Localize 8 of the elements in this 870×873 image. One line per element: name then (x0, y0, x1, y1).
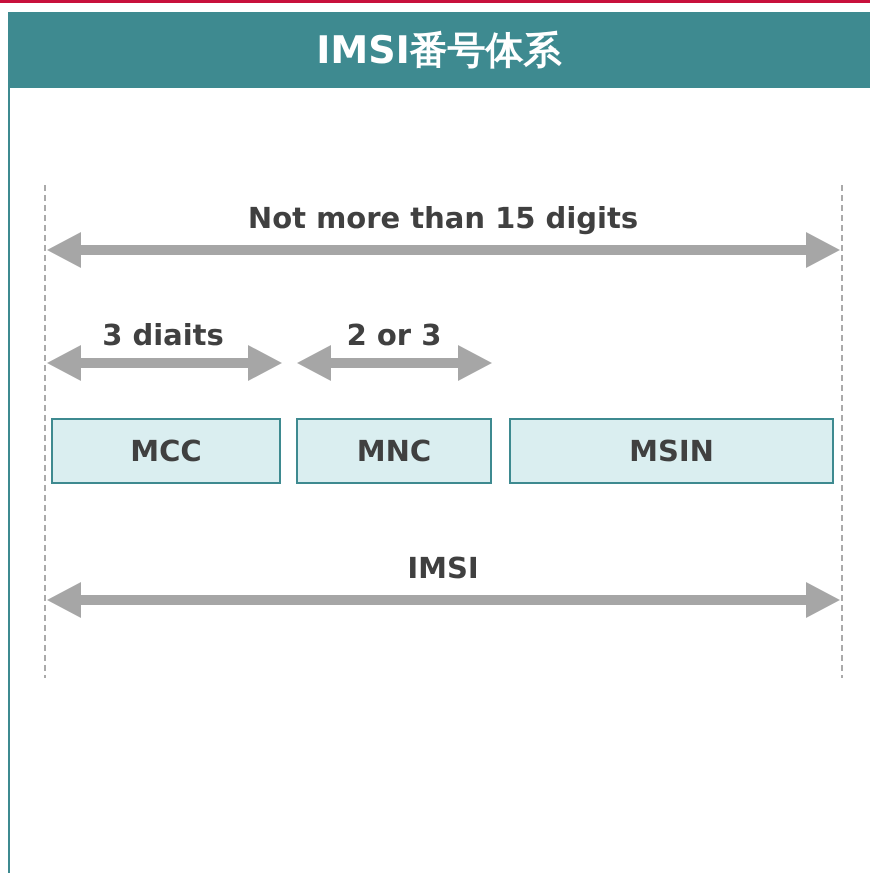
title-bar: IMSI番号体系 (8, 12, 870, 88)
dimension-label: IMSI (407, 551, 479, 585)
dimension-label: 3 diaits (102, 318, 224, 352)
field-box: MSIN (509, 418, 834, 484)
field-box: MNC (296, 418, 492, 484)
dimension-label: Not more than 15 digits (248, 201, 638, 235)
field-box: MCC (51, 418, 281, 484)
dimension-label: 2 or 3 (346, 318, 442, 352)
